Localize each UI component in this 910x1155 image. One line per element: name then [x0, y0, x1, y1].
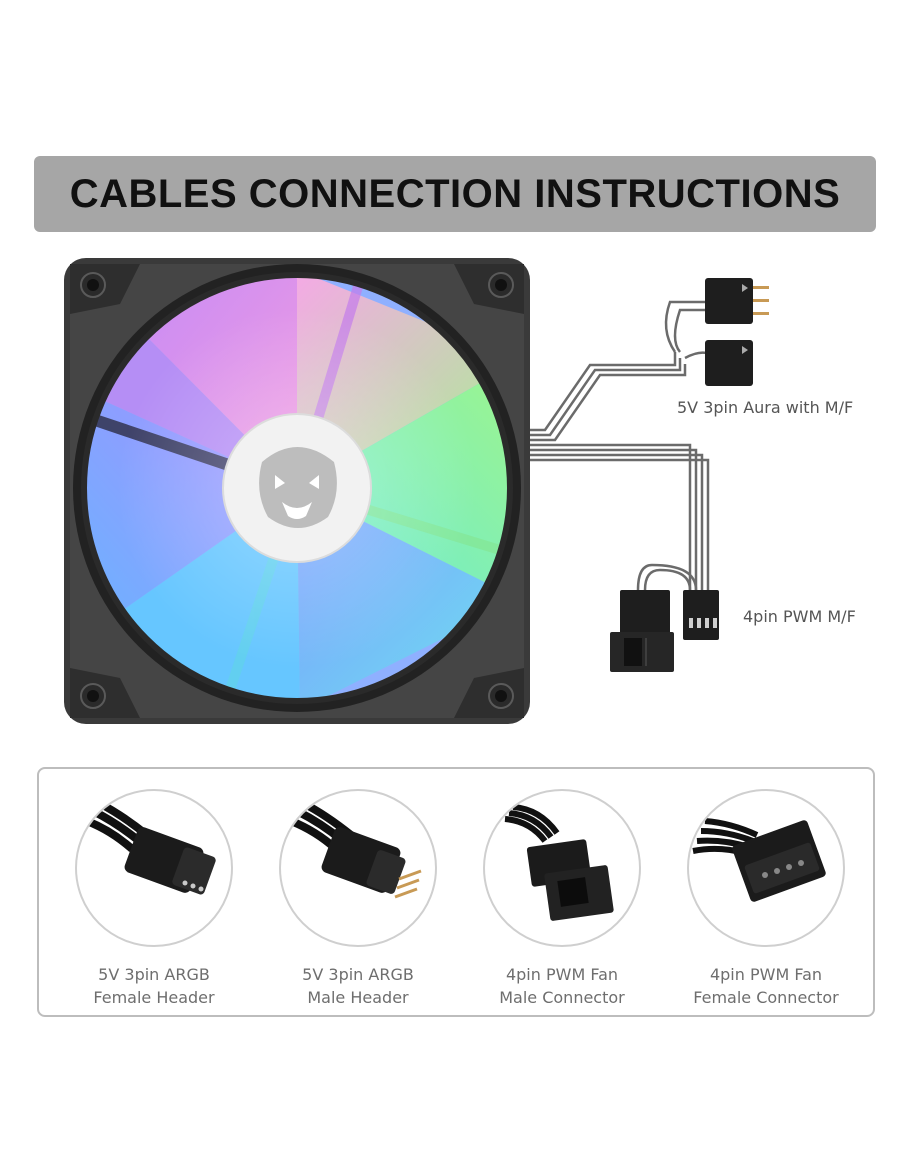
pwm-male-connector-icon [483, 789, 641, 947]
argb-female-connector-icon [705, 340, 753, 386]
pwm-female-connector-icon [687, 789, 845, 947]
legend-label: 4pin PWM Fan Male Connector [499, 965, 625, 1007]
argb-male-connector-icon [705, 278, 769, 324]
legend-item: 4pin PWM Fan Female Connector [663, 789, 869, 1009]
legend-item: 4pin PWM Fan Male Connector [459, 789, 665, 1009]
legend-label: 5V 3pin ARGB Male Header [302, 965, 414, 1007]
pwm-male-connector-icon [610, 590, 674, 672]
argb-female-header-icon [75, 789, 233, 947]
legend-label: 4pin PWM Fan Female Connector [693, 965, 839, 1007]
argb-male-header-icon [279, 789, 437, 947]
screw-hole-icon [80, 272, 514, 709]
fan-cable-illustration [64, 258, 769, 724]
pwm-female-connector-icon [683, 590, 719, 640]
fan-hub-logo-icon [222, 413, 372, 563]
legend-item: 5V 3pin ARGB Female Header [51, 789, 257, 1009]
legend-item: 5V 3pin ARGB Male Header [255, 789, 461, 1009]
connector-legend: 5V 3pin ARGB Female Header 5V 3pin ARGB … [37, 767, 875, 1017]
title-banner: CABLES CONNECTION INSTRUCTIONS [34, 156, 876, 232]
pwm-cable-label: 4pin PWM M/F [743, 607, 856, 626]
legend-label: 5V 3pin ARGB Female Header [93, 965, 215, 1007]
cable-bundle [530, 300, 711, 591]
argb-cable-label: 5V 3pin Aura with M/F [677, 398, 854, 417]
page-title: CABLES CONNECTION INSTRUCTIONS [69, 171, 841, 216]
fan-diagram: 5V 3pin Aura with M/F 4pin PWM M/F [0, 240, 910, 740]
